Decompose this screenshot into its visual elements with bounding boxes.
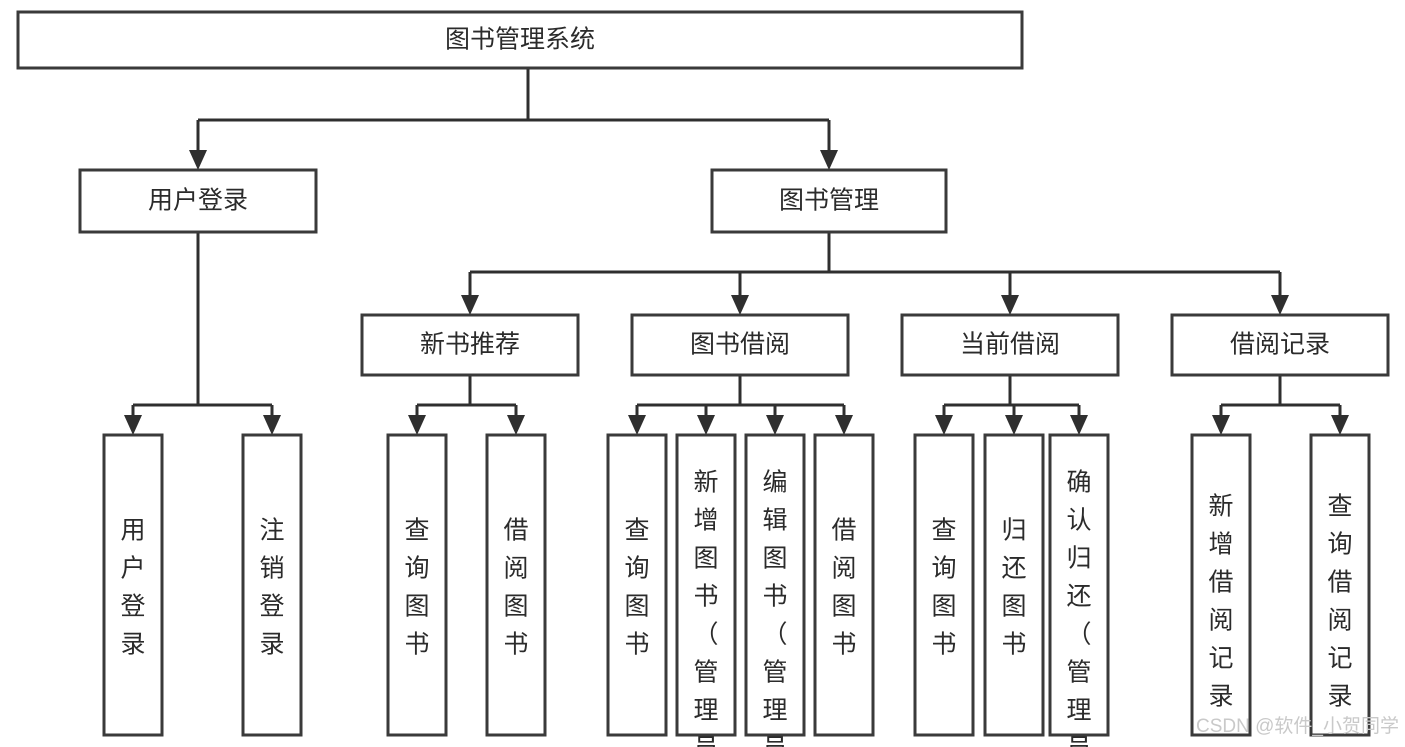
arrow-head	[820, 150, 838, 170]
leaf-node[interactable]: 新增图书（管理员）	[675, 433, 737, 747]
leaf-label: 注销登录	[259, 517, 284, 659]
leaf-label: 查询图书	[624, 517, 649, 659]
leaf-node[interactable]: 查询图书	[913, 433, 975, 737]
leaf-box[interactable]	[1190, 433, 1252, 737]
leaf-node[interactable]: 借阅图书	[813, 433, 875, 737]
level2-label: 图书借阅	[690, 331, 790, 359]
leaf-box[interactable]	[913, 433, 975, 737]
arrow-head	[697, 415, 715, 435]
arrow-head	[935, 415, 953, 435]
leaf-box[interactable]	[241, 433, 303, 737]
csdn-watermark: CSDN @软件_小贺同学	[1196, 715, 1399, 737]
leaf-label: 归还图书	[1001, 517, 1026, 659]
box-layer: 图书管理系统用户登录图书管理新书推荐图书借阅当前借阅借阅记录用户登录注销登录查询…	[16, 10, 1390, 747]
leaf-node[interactable]: 编辑图书（管理员）	[744, 433, 806, 747]
leaf-node[interactable]: 确认归还（管理员）	[1048, 433, 1110, 747]
level1-label: 用户登录	[148, 187, 248, 215]
arrow-head	[1212, 415, 1230, 435]
level1-node[interactable]: 用户登录	[78, 168, 318, 234]
arrow-head	[1005, 415, 1023, 435]
leaf-node[interactable]: 查询图书	[606, 433, 668, 737]
leaf-label: 新增图书（管理员）	[693, 469, 718, 747]
leaf-box[interactable]	[386, 433, 448, 737]
leaf-node[interactable]: 新增借阅记录	[1190, 433, 1252, 737]
level1-node[interactable]: 图书管理	[710, 168, 948, 234]
level1-label: 图书管理	[779, 187, 879, 215]
leaf-label: 用户登录	[120, 517, 145, 659]
root-box[interactable]	[16, 10, 1024, 70]
arrow-head	[1070, 415, 1088, 435]
arrow-head	[124, 415, 142, 435]
arrow-head	[507, 415, 525, 435]
leaf-label: 新增借阅记录	[1208, 493, 1233, 711]
level1-box[interactable]	[710, 168, 948, 234]
arrow-head	[461, 295, 479, 315]
leaf-label: 借阅图书	[831, 517, 856, 659]
leaf-node[interactable]: 查询借阅记录	[1309, 433, 1371, 737]
leaf-box[interactable]	[606, 433, 668, 737]
root-node[interactable]: 图书管理系统	[16, 10, 1024, 70]
leaf-box[interactable]	[485, 433, 547, 737]
arrow-head	[766, 415, 784, 435]
level2-box[interactable]	[360, 313, 580, 377]
leaf-box[interactable]	[675, 433, 737, 737]
leaf-label: 查询图书	[404, 517, 429, 659]
arrow-head	[263, 415, 281, 435]
level2-label: 借阅记录	[1230, 331, 1330, 359]
level2-node[interactable]: 借阅记录	[1170, 313, 1390, 377]
leaf-label: 确认归还（管理员）	[1066, 469, 1091, 747]
leaf-label: 查询图书	[931, 517, 956, 659]
leaf-box[interactable]	[983, 433, 1045, 737]
leaf-label: 查询借阅记录	[1327, 493, 1352, 711]
arrow-head	[408, 415, 426, 435]
arrow-head	[1001, 295, 1019, 315]
connector-layer	[124, 68, 1349, 435]
leaf-label: 编辑图书（管理员）	[762, 469, 787, 747]
arrow-head	[1331, 415, 1349, 435]
arrow-head	[189, 150, 207, 170]
arrow-head	[835, 415, 853, 435]
leaf-node[interactable]: 用户登录	[102, 433, 164, 737]
level1-box[interactable]	[78, 168, 318, 234]
arrow-head	[628, 415, 646, 435]
level2-box[interactable]	[900, 313, 1120, 377]
leaf-box[interactable]	[813, 433, 875, 737]
leaf-box[interactable]	[102, 433, 164, 737]
level2-node[interactable]: 当前借阅	[900, 313, 1120, 377]
leaf-box[interactable]	[1048, 433, 1110, 737]
level2-label: 新书推荐	[420, 331, 520, 359]
leaf-node[interactable]: 借阅图书	[485, 433, 547, 737]
level2-box[interactable]	[1170, 313, 1390, 377]
arrow-head	[731, 295, 749, 315]
level2-label: 当前借阅	[960, 331, 1060, 359]
level2-node[interactable]: 新书推荐	[360, 313, 580, 377]
leaf-box[interactable]	[744, 433, 806, 737]
root-label: 图书管理系统	[445, 26, 595, 54]
leaf-box[interactable]	[1309, 433, 1371, 737]
arrow-head	[1271, 295, 1289, 315]
level2-node[interactable]: 图书借阅	[630, 313, 850, 377]
leaf-node[interactable]: 归还图书	[983, 433, 1045, 737]
leaf-node[interactable]: 查询图书	[386, 433, 448, 737]
leaf-node[interactable]: 注销登录	[241, 433, 303, 737]
level2-box[interactable]	[630, 313, 850, 377]
leaf-label: 借阅图书	[503, 517, 528, 659]
